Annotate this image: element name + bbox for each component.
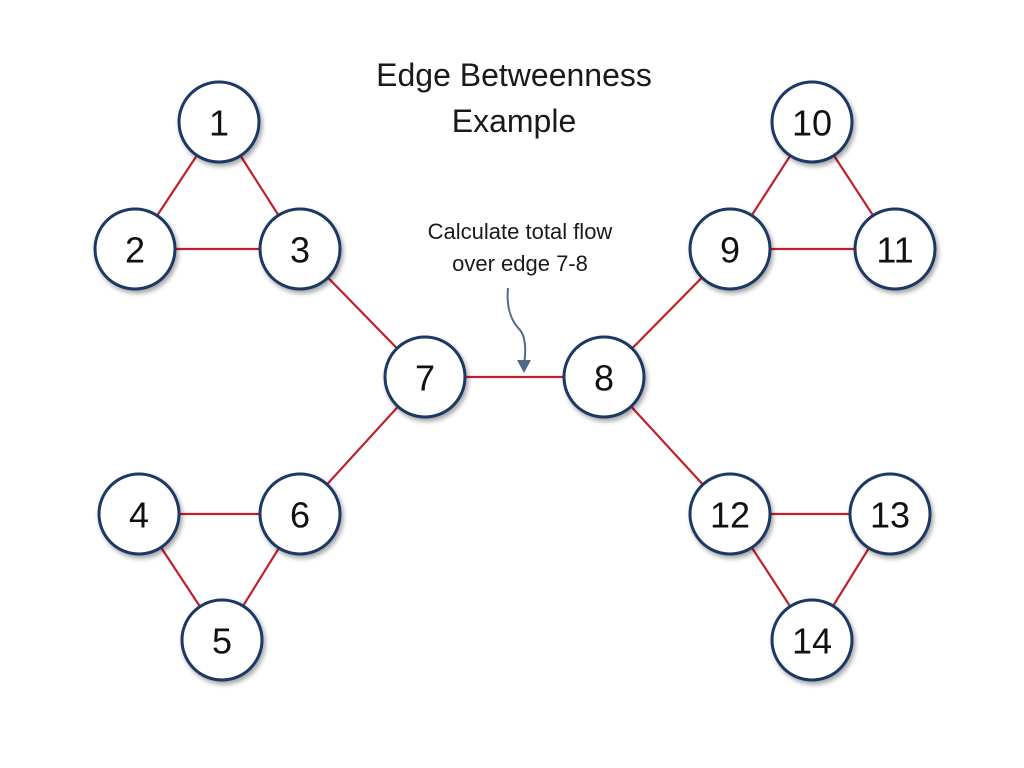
title-line-2: Example xyxy=(451,103,577,139)
node-14: 14 xyxy=(770,598,854,682)
diagram-title: Edge Betweenness Example xyxy=(312,52,716,144)
node-label: 6 xyxy=(290,495,310,536)
node-circle xyxy=(180,598,264,682)
node-1: 1 xyxy=(177,80,261,164)
annotation-text: Calculate total flow over edge 7-8 xyxy=(382,216,658,280)
node-8: 8 xyxy=(562,335,646,419)
node-7: 7 xyxy=(383,335,467,419)
node-label: 14 xyxy=(792,621,832,662)
node-circle xyxy=(770,80,854,164)
node-5: 5 xyxy=(180,598,264,682)
node-label: 2 xyxy=(125,230,145,271)
node-circle xyxy=(97,472,181,556)
node-circle xyxy=(848,472,932,556)
node-10: 10 xyxy=(770,80,854,164)
node-circle xyxy=(770,598,854,682)
node-11: 11 xyxy=(853,207,937,291)
node-9: 9 xyxy=(688,207,772,291)
node-label: 13 xyxy=(870,495,910,536)
node-label: 10 xyxy=(792,103,832,144)
edges xyxy=(134,121,896,641)
node-label: 5 xyxy=(212,621,232,662)
node-circle xyxy=(177,80,261,164)
node-circle xyxy=(688,472,772,556)
node-13: 13 xyxy=(848,472,932,556)
node-label: 12 xyxy=(710,495,750,536)
annotation-arrowhead xyxy=(517,360,531,373)
node-label: 1 xyxy=(209,103,229,144)
node-label: 7 xyxy=(415,358,435,399)
node-label: 3 xyxy=(290,230,310,271)
annotation-arrow xyxy=(506,287,527,365)
node-6: 6 xyxy=(258,472,342,556)
node-3: 3 xyxy=(258,207,342,291)
node-label: 8 xyxy=(594,358,614,399)
node-circle xyxy=(258,207,342,291)
node-circle xyxy=(383,335,467,419)
node-circle xyxy=(688,207,772,291)
annotation-line-2: over edge 7-8 xyxy=(452,251,588,276)
node-label: 11 xyxy=(876,230,913,271)
node-12: 12 xyxy=(688,472,772,556)
node-4: 4 xyxy=(97,472,181,556)
annotation-line-1: Calculate total flow xyxy=(427,219,613,244)
node-2: 2 xyxy=(93,207,177,291)
node-circle xyxy=(93,207,177,291)
title-line-1: Edge Betweenness xyxy=(376,57,652,93)
node-label: 4 xyxy=(129,495,149,536)
node-circle xyxy=(853,207,937,291)
node-circle xyxy=(258,472,342,556)
node-label: 9 xyxy=(720,230,740,271)
node-circle xyxy=(562,335,646,419)
